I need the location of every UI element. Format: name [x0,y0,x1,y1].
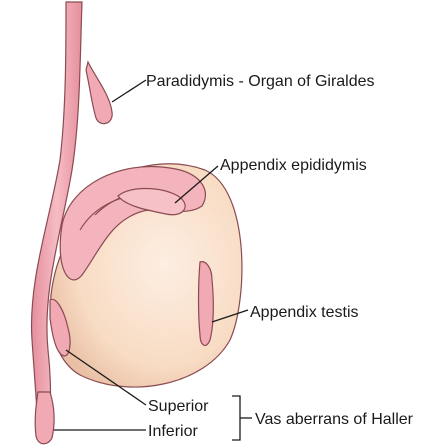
label-vas-aberrans: Vas aberrans of Haller [255,411,414,428]
appendix-epididymis [117,187,186,216]
leader-appendix-testis [211,309,249,323]
leader-appendix-epididymis [174,165,219,204]
label-paradidymis: Paradidymis - Organ of Giraldes [146,73,375,90]
appendix-testis [197,261,214,347]
label-appendix-testis: Appendix testis [250,304,359,321]
superior-vas-aberrans [49,298,71,357]
paradidymis [85,60,113,125]
inferior-vas-aberrans [34,391,55,445]
label-inferior: Inferior [148,423,198,440]
label-appendix-epididymis: Appendix epididymis [220,157,367,174]
leader-superior [65,349,147,406]
label-superior: Superior [148,398,209,415]
bracket [232,395,241,441]
leader-paradidymis [111,79,147,103]
